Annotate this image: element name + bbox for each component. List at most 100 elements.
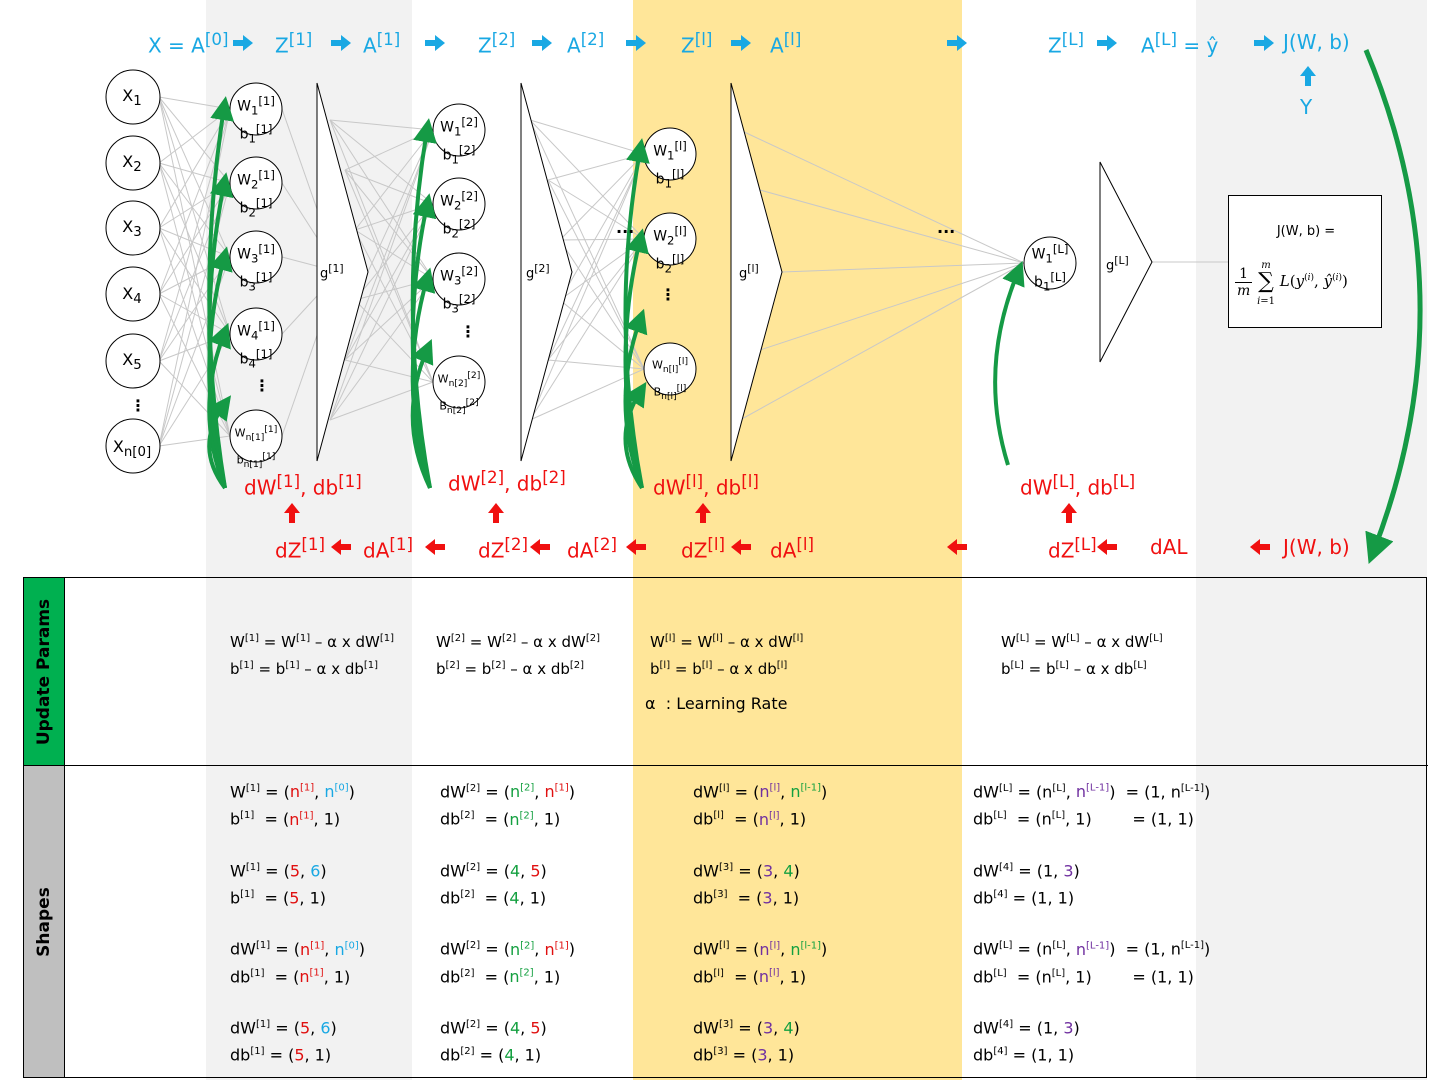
ll-node-1: W1[l]b1[l] <box>653 139 687 191</box>
connection-line <box>329 129 434 421</box>
backward-arrow <box>530 539 550 555</box>
network-diagram <box>105 35 1423 565</box>
connection-line <box>547 153 645 181</box>
activation-triangle <box>520 82 573 462</box>
input-node <box>105 266 161 322</box>
connection-line <box>344 129 434 361</box>
backward-arrow <box>425 539 445 555</box>
activation-g2: g[2] <box>526 262 550 282</box>
activation-gL: g[L] <box>1106 254 1129 274</box>
activation-gl: g[l] <box>739 262 759 282</box>
gradient-arrow <box>410 267 436 489</box>
fwd-z2: Z[2] <box>478 30 516 58</box>
l1-node-3: W3[1]b3[1] <box>237 242 275 294</box>
bwd-da2: dA[2] <box>567 535 617 563</box>
l1-node-2: W2[1]b2[1] <box>237 168 275 220</box>
ll-node-2: W2[l]b2[l] <box>653 224 687 276</box>
update-layer-l: W[l] = W[l] – α x dW[l] b[l] = b[l] – α … <box>650 633 804 678</box>
forward-arrow <box>947 35 967 51</box>
connection-line <box>158 96 231 335</box>
gradient-arrow <box>410 338 434 489</box>
neuron-node <box>432 355 486 409</box>
input-x3: X3 <box>122 217 142 241</box>
connection-line <box>559 238 645 241</box>
input-x2: X2 <box>122 152 142 176</box>
bwd-cost: J(W, b) <box>1283 535 1350 559</box>
connection-line <box>158 96 231 184</box>
gradient-up-arrow <box>695 503 711 523</box>
cost-title: J(W, b) = <box>1276 224 1336 239</box>
l1-ellipsis: ⋮ <box>254 376 270 395</box>
backward-arrow <box>626 539 646 555</box>
fwd-zl: Z[l] <box>681 30 713 58</box>
backward-arrow <box>947 539 967 555</box>
fwd-a0: X = A[0] <box>148 30 229 58</box>
bwd-dz2: dZ[2] <box>478 535 528 563</box>
shapes-layer-2: dW[2] = (n[2], n[1]) db[2] = (n[2], 1) d… <box>440 782 576 1065</box>
connection-line <box>158 162 231 258</box>
label-y: Y <box>1300 95 1313 119</box>
connection-line <box>158 108 231 229</box>
backward-arrow <box>331 539 351 555</box>
l1-node-4: W4[1]b4[1] <box>237 319 275 371</box>
table-divider <box>24 765 1428 766</box>
gradient-arrow <box>993 260 1025 466</box>
shapes-layer-l: dW[l] = (n[l], n[l-1]) db[l] = (n[l], 1)… <box>693 782 828 1065</box>
input-xn0: Xn[0] <box>112 437 152 461</box>
backward-arrow <box>731 539 751 555</box>
connection-line <box>158 162 231 184</box>
summary-table: Update Params Shapes <box>23 577 1428 1078</box>
forward-arrow <box>731 35 751 51</box>
ll-node-n: Wn[l][l]Bn[l][l] <box>651 356 689 402</box>
forward-arrow <box>425 35 445 51</box>
bwd-daL: dAL <box>1150 535 1188 559</box>
gradient-arrow <box>207 395 232 490</box>
activation-triangle <box>316 82 369 462</box>
l2-node-3: W3[2]b3[2] <box>440 264 478 316</box>
l1-node-1: W1[1]b1[1] <box>237 94 275 146</box>
neuron-node <box>229 409 283 463</box>
backward-arrow <box>1250 539 1270 555</box>
forward-arrow <box>233 35 253 51</box>
fwd-z1: Z[1] <box>275 30 313 58</box>
l2-ellipsis: ⋮ <box>460 322 476 341</box>
fwd-al: A[l] <box>770 30 802 58</box>
activation-triangle <box>730 82 783 462</box>
connection-line <box>344 203 434 361</box>
bwd-dzL: dZ[L] <box>1048 535 1097 563</box>
bwd-dz1: dZ[1] <box>275 535 325 563</box>
update-layer-1: W[1] = W[1] – α x dW[1] b[1] = b[1] – α … <box>230 633 394 678</box>
input-x4: X4 <box>122 284 142 308</box>
connection-line <box>158 162 231 335</box>
update-params-label: Update Params <box>24 578 65 765</box>
mid-ellipsis: ... <box>937 218 956 237</box>
forward-arrow <box>626 35 646 51</box>
connection-line <box>529 153 645 421</box>
input-x1: X1 <box>122 86 142 110</box>
l2-node-1: W1[2]b1[2] <box>440 115 478 167</box>
connection-line <box>158 360 231 437</box>
shapes-layer-1: W[1] = (n[1], n[0]) b[1] = (n[1], 1) W[1… <box>230 782 366 1065</box>
forward-arrow <box>532 35 552 51</box>
connection-line <box>529 119 645 240</box>
connection-line <box>739 129 1025 264</box>
connection-line <box>559 153 645 301</box>
fwd-zL: Z[L] <box>1048 30 1084 58</box>
shapes-label: Shapes <box>24 766 65 1077</box>
grad-label-1: dW[1], db[1] <box>244 472 362 500</box>
learning-rate-note: α : Learning Rate <box>645 694 788 713</box>
grad-label-l: dW[l], db[l] <box>653 472 759 500</box>
update-layer-L: W[L] = W[L] – α x dW[L] b[L] = b[L] – α … <box>1001 633 1163 678</box>
connection-line <box>547 153 645 361</box>
connection-line <box>158 96 231 110</box>
connection-line <box>781 262 1025 273</box>
ll-ellipsis: ⋮ <box>660 285 676 304</box>
activation-triangle <box>1099 161 1153 363</box>
input-node <box>105 69 161 125</box>
gradient-up-arrow <box>1061 503 1077 523</box>
input-node <box>105 418 161 474</box>
l2-node-n: Wn[2][2]Bn[2][2] <box>437 370 481 416</box>
connection-line <box>547 179 645 370</box>
